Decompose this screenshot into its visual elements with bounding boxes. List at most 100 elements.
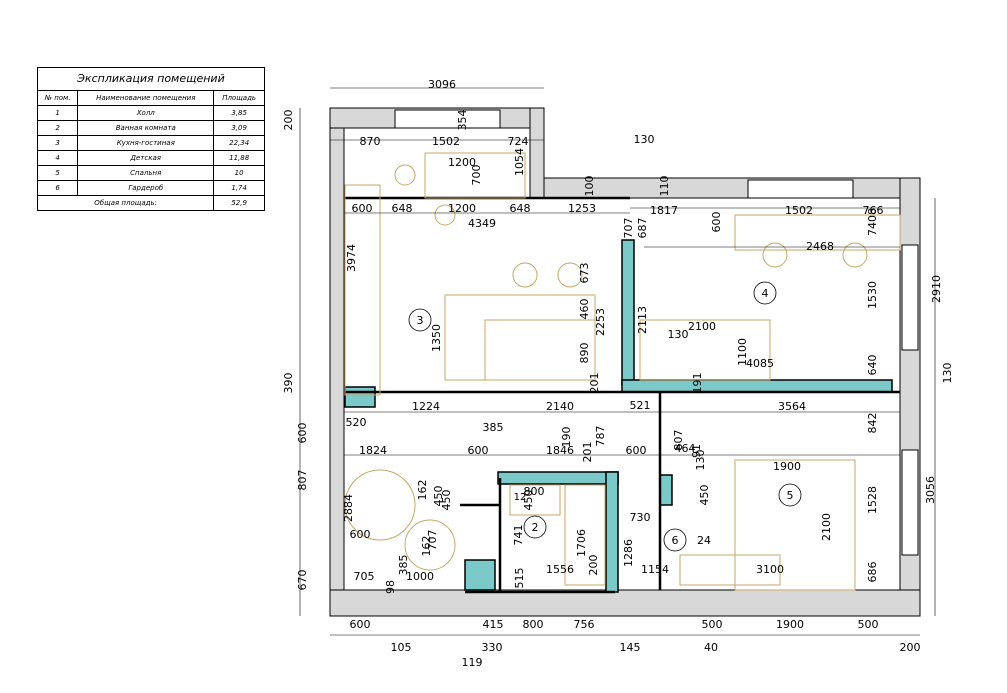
dimension-label: 807 — [296, 470, 309, 491]
dimension-label: 515 — [513, 568, 526, 589]
dimension-label: 2253 — [594, 308, 607, 336]
dimension-label: 1200 — [448, 156, 476, 169]
dimension-label: 105 — [391, 641, 412, 654]
dimension-label: 100 — [583, 176, 596, 197]
bed-kids — [639, 319, 771, 381]
dimension-label: 1286 — [622, 539, 635, 567]
table-row: 4 Детская 11,88 — [36, 150, 265, 166]
dimension-label: 3096 — [428, 78, 456, 91]
bed-bedroom — [734, 459, 856, 591]
dimension-label: 800 — [523, 618, 544, 631]
dimension-label: 1528 — [866, 486, 879, 514]
dimension-label: 1502 — [785, 204, 813, 217]
dimension-label: 741 — [512, 525, 525, 546]
dimension-label: 520 — [346, 416, 367, 429]
dimension-label: 500 — [702, 618, 723, 631]
room-number-4: 4 — [762, 287, 769, 300]
interior-partitions — [344, 196, 900, 594]
room-markers: 3 4 2 6 5 — [408, 281, 802, 552]
dimension-label: 130 — [694, 450, 707, 471]
bathtub — [564, 484, 606, 586]
room-number-3: 3 — [417, 314, 424, 327]
dimension-label: 870 — [360, 135, 381, 148]
dimension-label: 600 — [296, 423, 309, 444]
table-row: 5 Спальня 10 — [36, 165, 265, 181]
dimension-label: 1817 — [650, 204, 678, 217]
dining-table — [424, 152, 526, 199]
table-row: 6 Гардероб 1,74 — [36, 180, 265, 196]
dimension-label: 670 — [296, 570, 309, 591]
dimension-label: 201 — [581, 442, 594, 463]
dimension-label: 200 — [587, 555, 600, 576]
sofa — [444, 294, 596, 381]
table-row: 2 Ванная комната 3,09 — [36, 120, 265, 136]
dimension-label: 450 — [440, 490, 453, 511]
dimension-label: 1900 — [773, 460, 801, 473]
dimension-label: 1000 — [406, 570, 434, 583]
furniture — [344, 152, 901, 591]
dimension-label: 145 — [620, 641, 641, 654]
dimension-label: 1200 — [448, 202, 476, 215]
dimension-label: 190 — [560, 427, 573, 448]
dimension-label: 2100 — [820, 513, 833, 541]
room-number-2: 2 — [532, 521, 539, 534]
dimension-label: 600 — [626, 444, 647, 457]
dimension-label: 1824 — [359, 444, 387, 457]
dimension-label: 1530 — [866, 281, 879, 309]
dimension-label: 500 — [858, 618, 879, 631]
dimension-label: 24 — [697, 534, 711, 547]
dimension-label: 1253 — [568, 202, 596, 215]
dimension-label: 130 — [668, 328, 689, 341]
dimension-label: 787 — [594, 426, 607, 447]
dimension-label: 200 — [900, 641, 921, 654]
dimension-label: 330 — [482, 641, 503, 654]
dimension-label: 3100 — [756, 563, 784, 576]
dimension-label: 450 — [522, 490, 535, 511]
dimension-label: 756 — [574, 618, 595, 631]
windows — [394, 109, 919, 556]
dimension-label: 130 — [941, 363, 954, 384]
dimension-label: 110 — [658, 176, 671, 197]
new-partitions — [344, 239, 893, 593]
kitchen-counter — [344, 184, 381, 396]
dimension-label: 385 — [397, 555, 410, 576]
dimension-lines — [299, 87, 936, 636]
dimension-label: 700 — [470, 165, 483, 186]
dimension-label: 200 — [282, 110, 295, 131]
dimension-label: 1846 — [546, 444, 574, 457]
dimension-label: 705 — [354, 570, 375, 583]
dimension-label: 354 — [456, 110, 469, 131]
dimension-label: 1706 — [575, 529, 588, 557]
dimension-label: 2884 — [342, 494, 355, 522]
dimension-label: 707 — [622, 218, 635, 239]
dimension-label: 1900 — [776, 618, 804, 631]
dimension-label: 385 — [483, 421, 504, 434]
dimension-label: 730 — [630, 511, 651, 524]
dimension-label: 201 — [588, 373, 601, 394]
dimension-label: 1100 — [736, 338, 749, 366]
dimension-label: 12 — [514, 492, 527, 503]
dimension-label: 724 — [508, 135, 529, 148]
dimension-label: 390 — [282, 373, 295, 394]
dimension-label: 4085 — [746, 357, 774, 370]
dimension-label: 1224 — [412, 400, 440, 413]
dimension-label: 807 — [672, 430, 685, 451]
dimension-label: 1350 — [430, 324, 443, 352]
dimension-label: 119 — [462, 656, 483, 669]
total-area-label: Общая площадь: — [36, 195, 215, 211]
dimension-label: 2113 — [636, 306, 649, 334]
dimension-label: 648 — [392, 202, 413, 215]
door-swing — [404, 519, 456, 571]
dimension-label: 687 — [636, 218, 649, 239]
dimension-label: 673 — [578, 263, 591, 284]
dimension-label: 460 — [578, 299, 591, 320]
dimension-label: 2100 — [688, 320, 716, 333]
dimension-label: 2910 — [930, 275, 943, 303]
dimension-label: 162 — [420, 536, 433, 557]
dimension-label: 648 — [510, 202, 531, 215]
dimension-label: 600 — [350, 618, 371, 631]
dimension-label: 91 — [690, 444, 703, 458]
dimension-label: 40 — [704, 641, 718, 654]
